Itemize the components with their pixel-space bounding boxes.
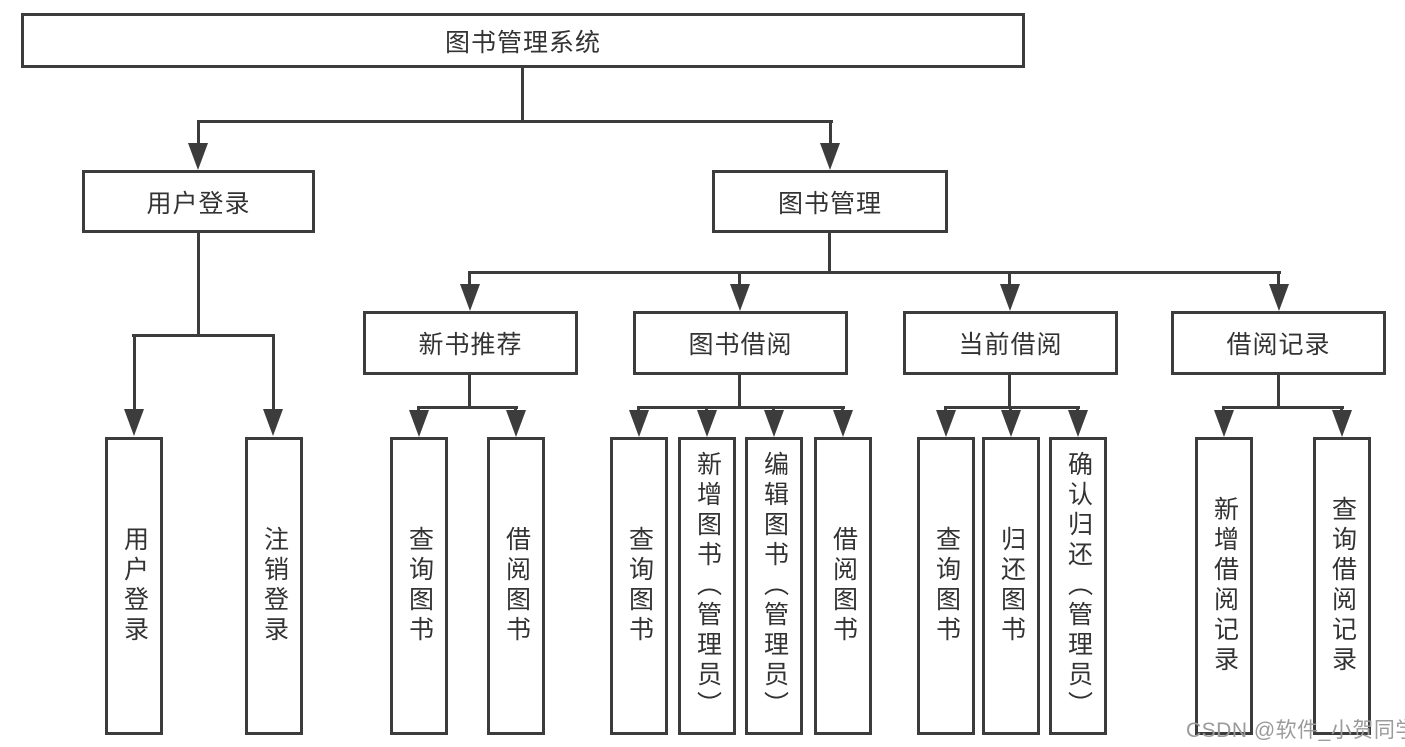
arrow-down-icon bbox=[1068, 410, 1088, 437]
csdn-watermark: CSDN @软件_小贺同学 bbox=[1186, 719, 1405, 742]
connector-line bbox=[468, 271, 1281, 274]
connector-line bbox=[828, 231, 831, 274]
node-book-borrowing: 图书借阅 bbox=[633, 311, 848, 375]
arrow-down-icon bbox=[820, 143, 840, 170]
node-library-management-system: 图书管理系统 bbox=[21, 13, 1025, 68]
arrow-down-icon bbox=[188, 143, 208, 170]
leaf-logout: 注销登录 bbox=[245, 437, 303, 735]
connector-line bbox=[1277, 373, 1280, 409]
leaf-borrow-books-recommend: 借阅图书 bbox=[487, 437, 545, 735]
connector-line bbox=[738, 271, 741, 287]
arrow-down-icon bbox=[1000, 284, 1020, 311]
arrow-down-icon bbox=[730, 284, 750, 311]
node-book-management: 图书管理 bbox=[712, 170, 948, 233]
leaf-edit-books-admin: 编辑图书（管理员） bbox=[745, 437, 803, 735]
arrow-down-icon bbox=[506, 410, 526, 437]
leaf-query-books-borrowing: 查询图书 bbox=[610, 437, 668, 735]
connector-line bbox=[468, 271, 471, 287]
arrow-down-icon bbox=[460, 284, 480, 311]
arrow-down-icon bbox=[629, 410, 649, 437]
node-current-borrowing: 当前借阅 bbox=[903, 311, 1118, 375]
arrow-down-icon bbox=[936, 410, 956, 437]
connector-line bbox=[1008, 271, 1011, 287]
connector-line bbox=[1277, 271, 1280, 287]
connector-line bbox=[197, 120, 200, 146]
leaf-user-login: 用户登录 bbox=[105, 437, 163, 735]
arrow-down-icon bbox=[409, 410, 429, 437]
connector-line bbox=[468, 373, 471, 409]
leaf-query-books-current: 查询图书 bbox=[917, 437, 975, 735]
connector-line bbox=[1008, 373, 1011, 409]
leaf-query-books-recommend: 查询图书 bbox=[390, 437, 448, 735]
connector-line bbox=[637, 406, 845, 409]
arrow-down-icon bbox=[1269, 284, 1289, 311]
arrow-down-icon bbox=[1332, 410, 1352, 437]
arrow-down-icon bbox=[764, 410, 784, 437]
connector-line bbox=[738, 373, 741, 409]
connector-line bbox=[272, 334, 275, 411]
connector-line bbox=[829, 120, 832, 146]
node-borrowing-records: 借阅记录 bbox=[1171, 311, 1386, 375]
arrow-down-icon bbox=[833, 410, 853, 437]
arrow-down-icon bbox=[1001, 410, 1021, 437]
leaf-borrow-books: 借阅图书 bbox=[814, 437, 872, 735]
connector-line bbox=[417, 406, 518, 409]
connector-line bbox=[132, 334, 275, 337]
leaf-add-books-admin: 新增图书（管理员） bbox=[678, 437, 736, 735]
arrow-down-icon bbox=[124, 409, 144, 436]
connector-line bbox=[133, 334, 136, 411]
connector-line bbox=[197, 120, 833, 123]
node-new-book-recommendation: 新书推荐 bbox=[363, 311, 578, 375]
connector-line bbox=[944, 406, 1080, 409]
arrow-down-icon bbox=[263, 409, 283, 436]
leaf-query-borrow-record: 查询借阅记录 bbox=[1313, 437, 1371, 735]
leaf-confirm-return-admin: 确认归还（管理员） bbox=[1049, 437, 1107, 735]
arrow-down-icon bbox=[697, 410, 717, 437]
connector-line bbox=[1222, 406, 1344, 409]
connector-line bbox=[521, 66, 524, 122]
node-user-login-group: 用户登录 bbox=[82, 170, 315, 233]
arrow-down-icon bbox=[1214, 410, 1234, 437]
leaf-return-books: 归还图书 bbox=[982, 437, 1040, 735]
connector-line bbox=[197, 231, 200, 337]
leaf-add-borrow-record: 新增借阅记录 bbox=[1195, 437, 1253, 735]
